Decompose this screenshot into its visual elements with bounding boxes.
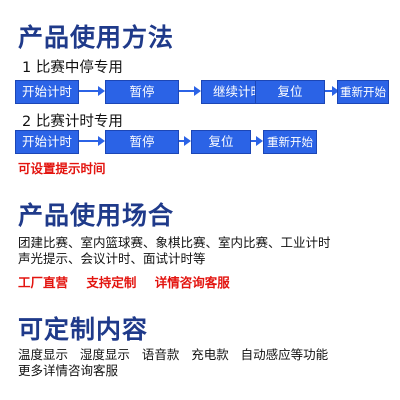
arrow-icon (79, 86, 105, 96)
custom-line-2: 更多详情咨询客服 (18, 363, 119, 378)
section-title-scenarios: 产品使用场合 (18, 201, 175, 230)
custom-line-1: 温度显示 湿度显示 语音款 充电款 自动感应等功能 (18, 347, 329, 362)
arrow-icon (179, 136, 191, 146)
mode2-step-restart: 重新开始 (263, 130, 317, 154)
mode1-step-reset: 复位 (255, 80, 325, 104)
mode2-flow: 开始计时 暂停 复位 重新开始 (15, 130, 317, 154)
mode1-flow: 开始计时 暂停 继续计时 (15, 80, 387, 104)
scenarios-line-1: 团建比赛、室内篮球赛、象棋比赛、室内比赛、工业计时 (18, 235, 331, 250)
arrow-icon (325, 86, 339, 96)
mode1-label: 1 比赛中停专用 (22, 60, 123, 76)
setting-note: 可设置提示时间 (18, 161, 106, 176)
section-title-usage: 产品使用方法 (18, 23, 175, 52)
scenarios-line-2: 声光提示、会议计时、面试计时等 (18, 251, 206, 266)
arrow-icon (251, 136, 263, 146)
arrow-icon (79, 136, 105, 146)
mode1-step-start: 开始计时 (15, 80, 79, 104)
highlight-contact: 详情咨询客服 (154, 275, 230, 290)
highlight-custom: 支持定制 (86, 275, 137, 290)
mode2-step-start: 开始计时 (15, 130, 79, 154)
mode2-label: 2 比赛计时专用 (22, 114, 123, 130)
section-title-customizable: 可定制内容 (18, 315, 149, 344)
mode2-step-pause: 暂停 (105, 130, 179, 154)
mode1-flow-tail: 复位 重新开始 (15, 80, 389, 104)
highlight-factory: 工厂直营 (18, 275, 69, 290)
arrow-icon (179, 86, 201, 96)
highlights: 工厂直营 支持定制 详情咨询客服 (18, 272, 244, 291)
mode1-step-restart: 重新开始 (337, 80, 389, 104)
mode2-step-reset: 复位 (191, 130, 251, 154)
mode1-step-pause: 暂停 (105, 80, 179, 104)
